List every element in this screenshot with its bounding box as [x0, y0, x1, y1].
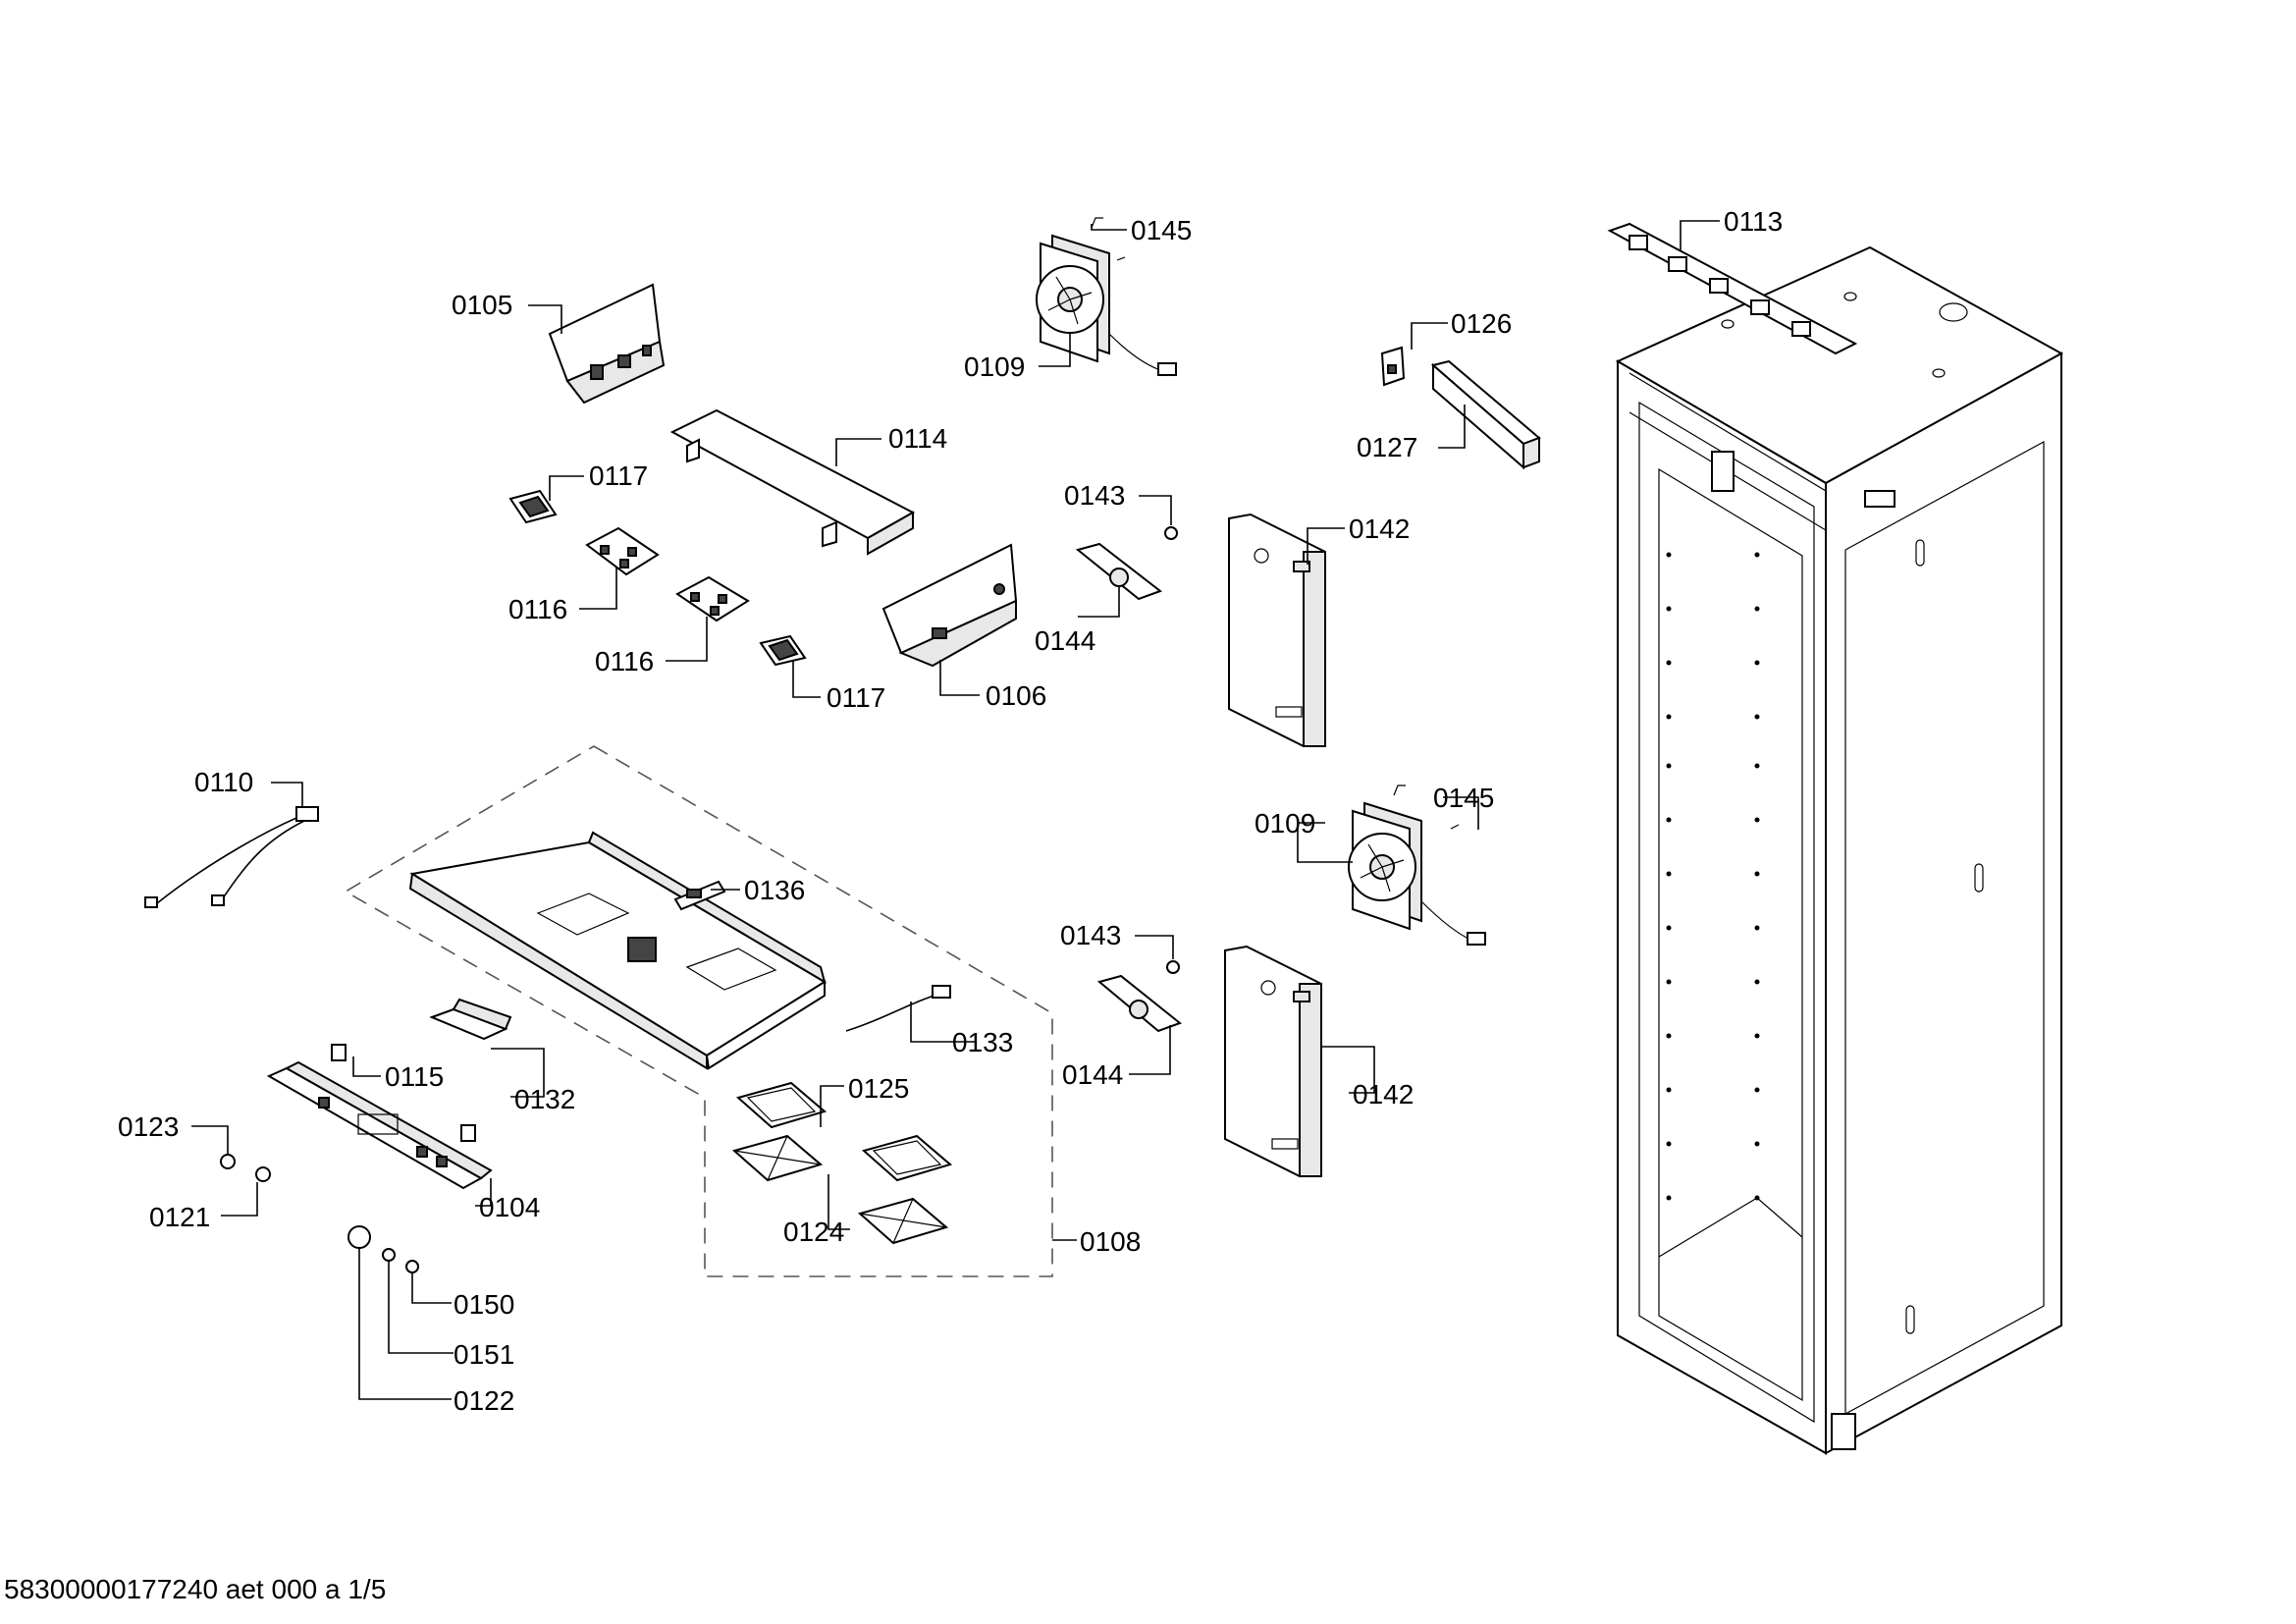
label-0150: 0150 — [454, 1289, 514, 1320]
part-0106 — [881, 543, 1018, 668]
label-0143-lower: 0143 — [1060, 920, 1121, 950]
label-0127: 0127 — [1357, 432, 1417, 462]
cabinet-mounting-holes — [1666, 552, 1760, 1201]
label-0117-upper: 0117 — [589, 460, 648, 491]
part-0126-clip — [1380, 346, 1406, 387]
label-0121: 0121 — [149, 1202, 210, 1232]
part-0123-knob — [220, 1154, 236, 1169]
part-0113-top-bracket — [1607, 222, 1858, 355]
label-0122: 0122 — [454, 1385, 514, 1416]
part-0142-upper-panel — [1228, 513, 1326, 747]
part-0115-b — [460, 1124, 476, 1142]
part-0117-lower — [759, 634, 807, 667]
label-0105: 0105 — [452, 290, 512, 320]
part-0143-lower — [1166, 960, 1180, 974]
label-0108: 0108 — [1080, 1226, 1141, 1257]
leader-lines — [191, 220, 1720, 1400]
part-0122-knob — [347, 1225, 371, 1249]
label-0116-upper: 0116 — [508, 594, 567, 624]
label-0104: 0104 — [479, 1192, 540, 1222]
label-0116-lower: 0116 — [595, 646, 654, 677]
label-0106: 0106 — [986, 680, 1046, 711]
label-0144-upper: 0144 — [1035, 625, 1095, 656]
label-0132: 0132 — [514, 1084, 575, 1114]
label-0142-upper: 0142 — [1349, 514, 1410, 544]
label-0151: 0151 — [454, 1339, 514, 1370]
part-0105 — [548, 283, 666, 405]
label-0145-lower: 0145 — [1433, 783, 1494, 813]
part-0109-lower-fan — [1348, 801, 1486, 946]
part-0145-upper-screw — [1091, 217, 1126, 261]
part-0114 — [669, 408, 916, 556]
part-0136 — [673, 880, 726, 911]
part-0115-a — [331, 1044, 347, 1061]
part-0104-control-panel — [266, 1060, 493, 1190]
label-0114: 0114 — [888, 423, 947, 454]
part-0151-cap — [382, 1248, 396, 1262]
part-0142-lower-panel — [1224, 945, 1322, 1177]
label-0144-lower: 0144 — [1062, 1059, 1123, 1090]
label-0124: 0124 — [783, 1217, 844, 1247]
assembly-tray — [408, 831, 827, 1070]
label-0136: 0136 — [744, 875, 805, 905]
part-0145-lower-screw — [1393, 785, 1460, 830]
part-0116-lower — [675, 575, 750, 623]
label-0123: 0123 — [118, 1111, 179, 1142]
label-0133: 0133 — [952, 1027, 1013, 1057]
part-0143-upper — [1164, 526, 1178, 540]
part-0124-filters — [731, 1134, 949, 1245]
part-labels: 0105 0114 0117 0116 0116 0117 0106 0145 … — [118, 206, 1783, 1416]
label-0143-upper: 0143 — [1064, 480, 1125, 511]
label-0142-lower: 0142 — [1353, 1079, 1414, 1110]
cabinet-body — [1615, 245, 2064, 1455]
label-0115: 0115 — [385, 1061, 444, 1092]
label-0109-lower: 0109 — [1255, 808, 1315, 839]
label-0109-upper: 0109 — [964, 352, 1025, 382]
part-0117-upper — [508, 489, 558, 524]
part-0110-cable — [144, 806, 319, 908]
part-0144-lower — [1096, 974, 1183, 1033]
part-0150-cap — [405, 1260, 419, 1273]
part-0109-upper-fan — [1036, 234, 1177, 376]
part-0127-strip — [1430, 359, 1541, 470]
part-0144-upper — [1075, 542, 1163, 601]
document-id-footer: 58300000177240 aet 000 a 1/5 — [4, 1574, 386, 1604]
part-0132 — [429, 998, 512, 1041]
label-0113: 0113 — [1724, 206, 1783, 237]
label-0117-lower: 0117 — [827, 682, 885, 713]
label-0125: 0125 — [848, 1073, 909, 1104]
part-0133-cable — [845, 985, 951, 1032]
label-0110: 0110 — [194, 767, 253, 797]
part-0121-knob — [255, 1166, 271, 1182]
part-0116-upper — [585, 526, 660, 576]
part-0125-filters — [735, 1081, 953, 1182]
label-0126: 0126 — [1451, 308, 1512, 339]
label-0145-upper: 0145 — [1131, 215, 1192, 245]
